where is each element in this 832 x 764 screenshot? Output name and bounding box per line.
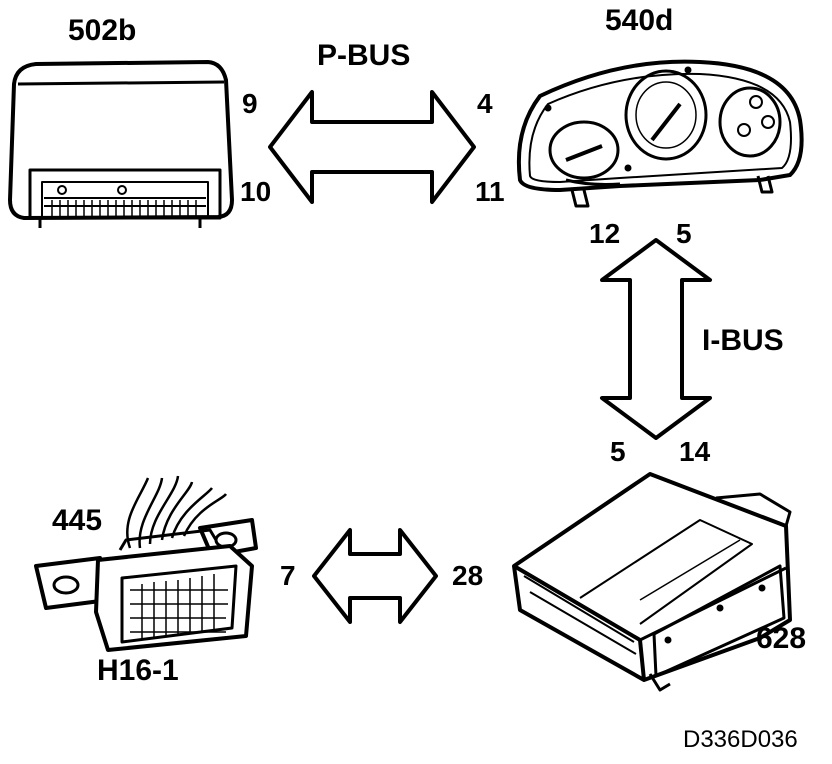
pin-502b-10: 10	[240, 176, 272, 207]
pin-628-5: 5	[610, 436, 626, 467]
cluster-540d-drawing	[516, 59, 804, 208]
label-502b: 502b	[68, 14, 137, 47]
connector-h16-drawing	[34, 475, 258, 652]
label-628: 628	[756, 622, 807, 655]
label-h16-1: H16-1	[97, 654, 179, 687]
ecu-502b-drawing	[8, 60, 234, 228]
pin-540d-5: 5	[676, 218, 692, 249]
pin-540d-11: 11	[475, 176, 505, 207]
pin-502b-9: 9	[242, 88, 258, 119]
pin-h16-7: 7	[280, 560, 296, 591]
label-p-bus: P-BUS	[317, 39, 411, 72]
module-628-drawing	[512, 472, 792, 692]
label-540d: 540d	[605, 4, 674, 37]
pin-628-28: 28	[452, 560, 484, 591]
pin-540d-12: 12	[589, 218, 621, 249]
label-445: 445	[52, 504, 103, 537]
p-bus-arrow	[268, 90, 476, 204]
label-i-bus: I-BUS	[702, 324, 784, 357]
i-bus-arrow	[600, 238, 712, 440]
diagnostic-arrow	[312, 528, 438, 624]
pin-628-14: 14	[679, 436, 711, 467]
pin-540d-4: 4	[477, 88, 493, 119]
figure-reference: D336D036	[683, 726, 798, 753]
